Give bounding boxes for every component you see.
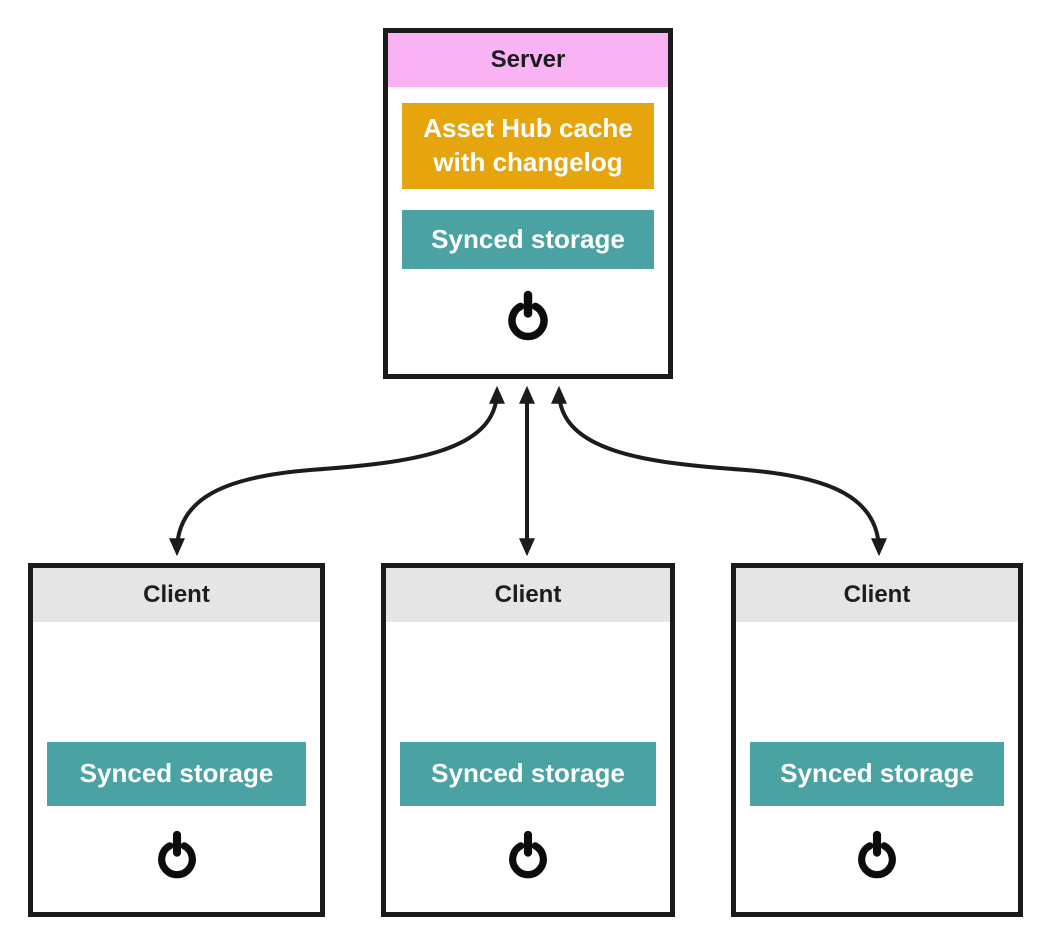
arrow-server-client-left xyxy=(169,385,505,557)
client-body: Synced storage xyxy=(736,622,1018,912)
client-header: Client xyxy=(33,568,320,622)
server-node: Server Asset Hub cache with changelog Sy… xyxy=(383,28,673,379)
power-icon xyxy=(386,830,670,881)
server-block-synced-storage: Synced storage xyxy=(402,210,654,269)
server-body: Asset Hub cache with changelog Synced st… xyxy=(388,87,668,374)
power-icon xyxy=(33,830,320,881)
client-header: Client xyxy=(386,568,670,622)
client-block-synced-storage: Synced storage xyxy=(47,742,306,806)
arrow-server-client-right xyxy=(551,385,887,557)
server-block-asset-hub-cache: Asset Hub cache with changelog xyxy=(402,103,654,189)
client-block-synced-storage: Synced storage xyxy=(400,742,656,806)
client-header: Client xyxy=(736,568,1018,622)
client-node-middle: Client Synced storage xyxy=(381,563,675,917)
power-icon xyxy=(736,830,1018,881)
client-node-left: Client Synced storage xyxy=(28,563,325,917)
server-header: Server xyxy=(388,33,668,87)
power-icon xyxy=(388,290,668,343)
client-node-right: Client Synced storage xyxy=(731,563,1023,917)
client-block-synced-storage: Synced storage xyxy=(750,742,1004,806)
client-body: Synced storage xyxy=(386,622,670,912)
client-body: Synced storage xyxy=(33,622,320,912)
